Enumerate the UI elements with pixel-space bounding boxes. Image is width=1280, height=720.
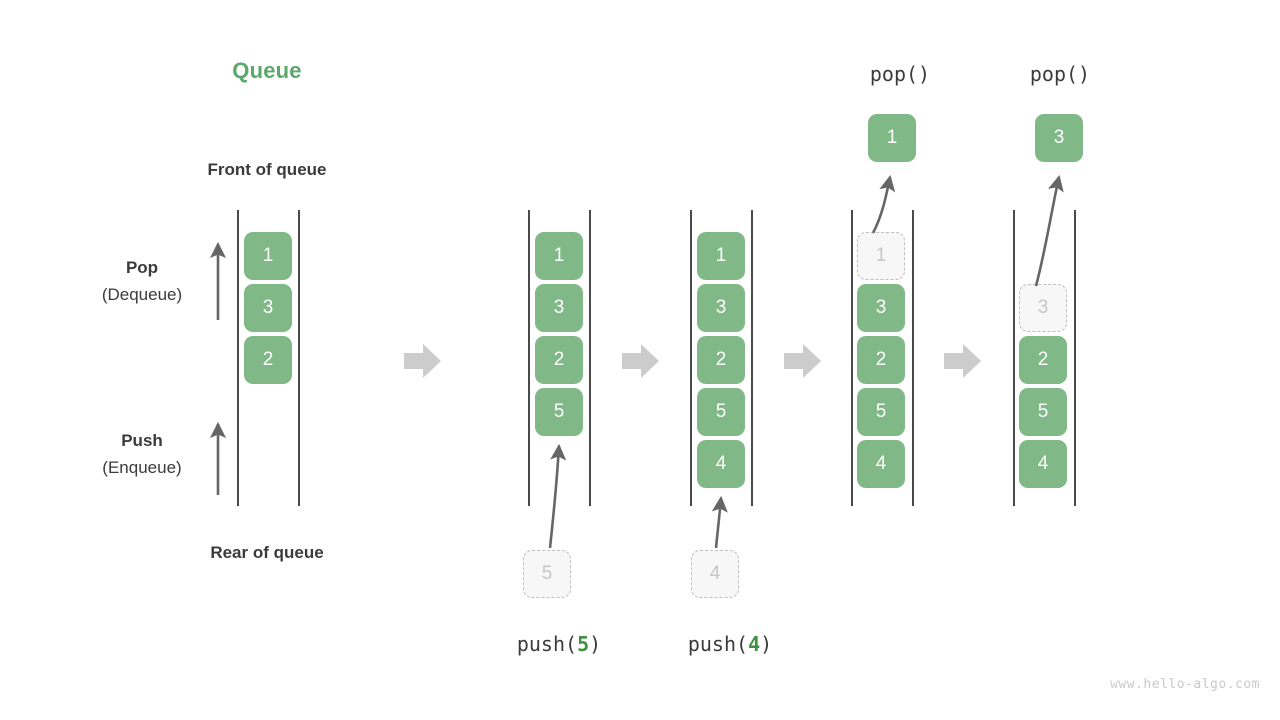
- op-arg: 5: [577, 632, 590, 656]
- dequeue-label: (Dequeue): [101, 285, 183, 304]
- queue-element: 1: [535, 232, 583, 280]
- pending-element-ghost: 4: [691, 550, 739, 598]
- removed-element-ghost: 1: [857, 232, 905, 280]
- push-4-motion-arrow: [711, 495, 728, 549]
- op-close: ): [760, 632, 773, 656]
- queue-element: 1: [244, 232, 292, 280]
- page-title: Queue: [232, 58, 302, 83]
- queue-element-new: 4: [697, 440, 745, 488]
- op-arg: 4: [748, 632, 761, 656]
- emitted-element: 1: [868, 114, 916, 162]
- queue-element: 4: [1019, 440, 1067, 488]
- queue-element: 4: [857, 440, 905, 488]
- queue-rail-left: [1013, 210, 1015, 506]
- queue-rail-left: [690, 210, 692, 506]
- queue-element-new: 5: [535, 388, 583, 436]
- op-name: push(: [687, 632, 749, 656]
- rear-of-queue-label: Rear of queue: [210, 543, 324, 562]
- enqueue-label: (Enqueue): [102, 458, 182, 477]
- pop-label-group: Pop (Dequeue): [42, 255, 242, 309]
- pop-3-motion-arrow: [1034, 174, 1064, 287]
- queue-element: 3: [244, 284, 292, 332]
- queue-element: 5: [697, 388, 745, 436]
- push-label-group: Push (Enqueue): [42, 428, 242, 482]
- queue-rail-right: [1074, 210, 1076, 506]
- op-close: ): [589, 632, 602, 656]
- queue-element: 2: [1019, 336, 1067, 384]
- pop-label: Pop: [125, 258, 159, 277]
- queue-element: 5: [857, 388, 905, 436]
- flow-arrow-4: [944, 344, 981, 378]
- removed-element-ghost: 3: [1019, 284, 1067, 332]
- operation-label-push-4: push(4): [630, 632, 830, 656]
- queue-element: 2: [857, 336, 905, 384]
- queue-rail-right: [912, 210, 914, 506]
- queue-element: 3: [535, 284, 583, 332]
- flow-arrow-1: [404, 344, 441, 378]
- queue-element: 3: [857, 284, 905, 332]
- watermark: www.hello-algo.com: [1110, 677, 1260, 692]
- flow-arrow-3: [784, 344, 821, 378]
- queue-element: 2: [535, 336, 583, 384]
- pop-1-motion-arrow: [871, 174, 896, 234]
- pending-element-ghost: 5: [523, 550, 571, 598]
- operation-label-push-5: push(5): [459, 632, 659, 656]
- queue-element: 2: [697, 336, 745, 384]
- queue-rail-left: [528, 210, 530, 506]
- queue-element: 2: [244, 336, 292, 384]
- operation-label-pop-1: pop(): [869, 62, 931, 86]
- queue-rail-right: [751, 210, 753, 506]
- queue-element: 5: [1019, 388, 1067, 436]
- emitted-element: 3: [1035, 114, 1083, 162]
- queue-rail-left: [851, 210, 853, 506]
- op-name: push(: [516, 632, 578, 656]
- flow-arrow-2: [622, 344, 659, 378]
- queue-rail-right: [298, 210, 300, 506]
- push-label: Push: [121, 431, 163, 450]
- queue-rail-right: [589, 210, 591, 506]
- operation-label-pop-3: pop(): [1029, 62, 1091, 86]
- push-5-motion-arrow: [548, 443, 567, 549]
- queue-element: 1: [697, 232, 745, 280]
- queue-rail-left: [237, 210, 239, 506]
- front-of-queue-label: Front of queue: [207, 160, 327, 179]
- queue-element: 3: [697, 284, 745, 332]
